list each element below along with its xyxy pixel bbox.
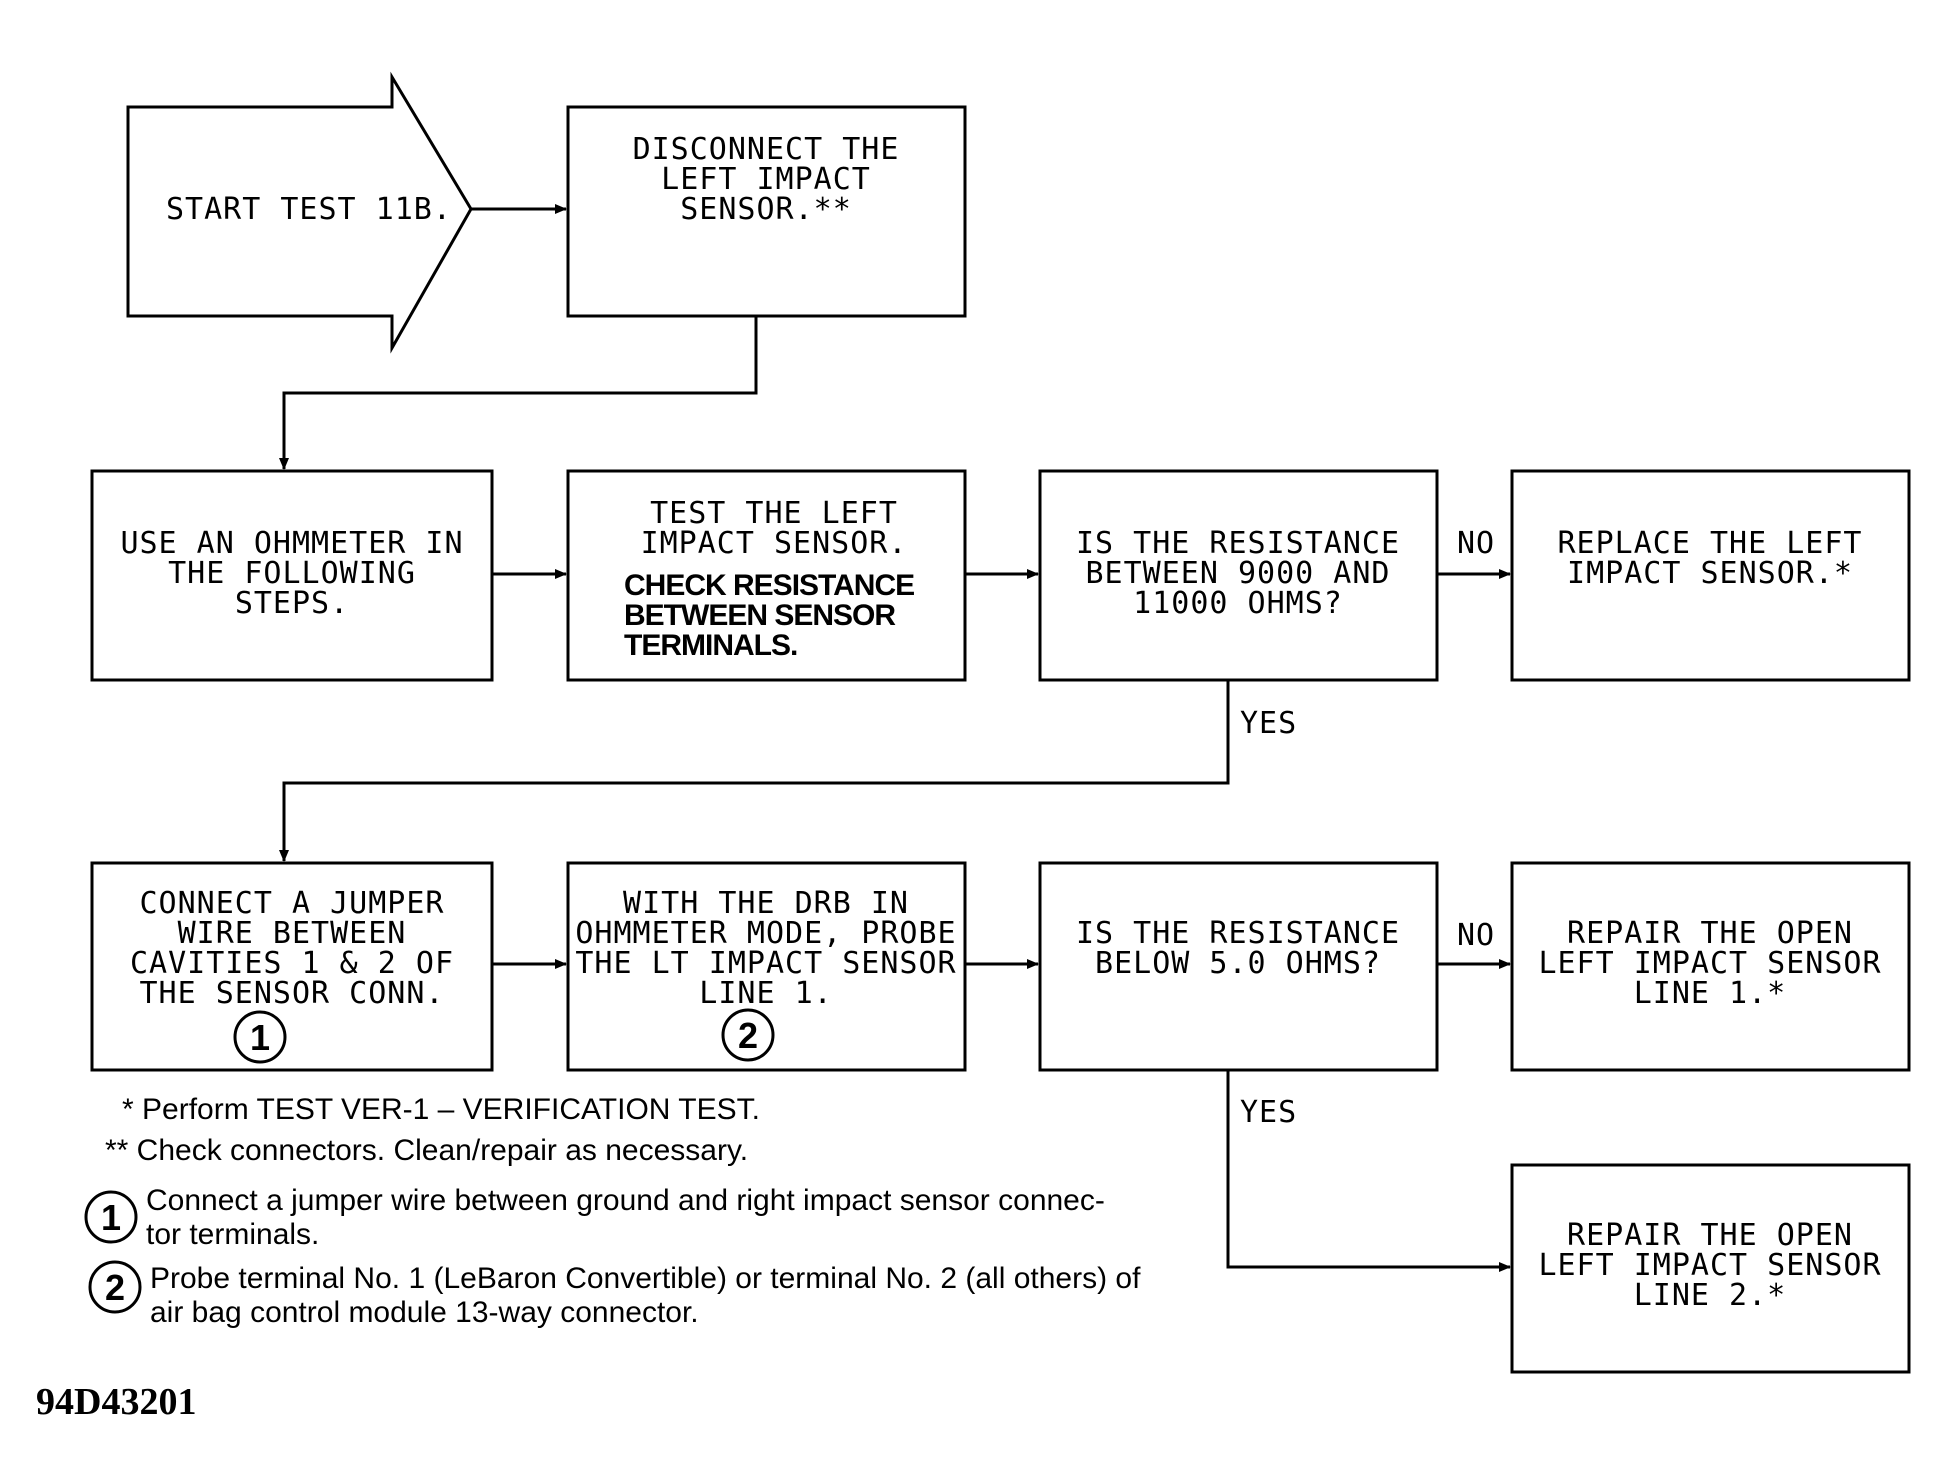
resistance-question-2-box <box>1038 861 1439 1072</box>
q1-line: IS THE RESISTANCE <box>1076 526 1400 561</box>
note-2-marker <box>88 1260 142 1314</box>
yes-label-2: YES <box>1240 1095 1297 1130</box>
svg-text:2: 2 <box>738 1015 758 1056</box>
start-arrow: START TEST 11B. <box>126 71 473 354</box>
replace-line: IMPACT SENSOR.* <box>1567 556 1853 591</box>
testnote-line: CHECK RESISTANCE <box>624 569 914 602</box>
repair1-line: REPAIR THE OPEN <box>1567 916 1853 951</box>
drb-line: OHMMETER MODE, PROBE <box>575 916 956 951</box>
figure-code: 94D43201 <box>36 1381 196 1423</box>
note2-line: Probe terminal No. 1 (LeBaron Convertibl… <box>150 1262 1141 1295</box>
testnote-line: BETWEEN SENSOR <box>624 599 896 632</box>
marker-2-in-box: 2 <box>721 1008 775 1062</box>
disconnect-line: DISCONNECT THE <box>633 132 900 167</box>
arrow-question-2-yes <box>1226 1070 1511 1272</box>
start-arrow-label: START TEST 11B. <box>166 192 452 227</box>
footnote-double-star: ** Check connectors. Clean/repair as nec… <box>105 1134 748 1167</box>
jumper-line: CONNECT A JUMPER <box>140 886 445 921</box>
testnote-line: TERMINALS. <box>624 629 797 662</box>
repair2-line: LEFT IMPACT SENSOR <box>1538 1248 1881 1283</box>
repair-line-2-box <box>1510 1163 1911 1374</box>
note-1: 1 Connect a jumper wire between ground a… <box>84 1184 1105 1251</box>
test-line: TEST THE LEFT <box>650 496 898 531</box>
ohmmeter-line: THE FOLLOWING <box>168 556 416 591</box>
no-label-2: NO <box>1457 918 1495 953</box>
note1-line: tor terminals. <box>146 1218 319 1251</box>
footnote-star: * Perform TEST VER-1 – VERIFICATION TEST… <box>122 1093 760 1126</box>
repair1-line: LEFT IMPACT SENSOR <box>1538 946 1881 981</box>
test-line: IMPACT SENSOR. <box>641 526 908 561</box>
disconnect-sensor-box <box>566 105 967 318</box>
drb-probe-box <box>566 861 967 1072</box>
svg-text:2: 2 <box>105 1267 125 1308</box>
no-label-1: NO <box>1457 526 1495 561</box>
replace-sensor-box <box>1510 469 1911 682</box>
q1-line: 11000 OHMS? <box>1133 586 1343 621</box>
jumper-line: WIRE BETWEEN <box>178 916 407 951</box>
arrow-question-1-yes <box>279 680 1230 862</box>
connect-jumper-box <box>90 861 494 1072</box>
disconnect-line: LEFT IMPACT <box>661 162 871 197</box>
ohmmeter-line: STEPS. <box>235 586 349 621</box>
repair-line-1-box <box>1510 861 1911 1072</box>
svg-text:1: 1 <box>101 1197 121 1238</box>
repair2-line: LINE 2.* <box>1634 1278 1787 1313</box>
q2-line: IS THE RESISTANCE <box>1076 916 1400 951</box>
yes-label-1: YES <box>1240 706 1297 741</box>
drb-line: LINE 1. <box>699 976 832 1011</box>
drb-line: THE LT IMPACT SENSOR <box>575 946 956 981</box>
disconnect-line: SENSOR.** <box>680 192 852 227</box>
replace-line: REPLACE THE LEFT <box>1558 526 1863 561</box>
note-2: 2 Probe terminal No. 1 (LeBaron Converti… <box>88 1260 1141 1329</box>
svg-text:1: 1 <box>250 1017 270 1058</box>
note1-line: Connect a jumper wire between ground and… <box>146 1184 1105 1217</box>
arrow-disconnect-to-ohmmeter <box>279 316 758 470</box>
repair1-line: LINE 1.* <box>1634 976 1787 1011</box>
note2-line: air bag control module 13-way connector. <box>150 1296 699 1329</box>
jumper-line: CAVITIES 1 & 2 OF <box>130 946 454 981</box>
q1-line: BETWEEN 9000 AND <box>1086 556 1391 591</box>
repair2-line: REPAIR THE OPEN <box>1567 1218 1853 1253</box>
marker-1-in-box: 1 <box>233 1010 287 1064</box>
drb-line: WITH THE DRB IN <box>623 886 909 921</box>
ohmmeter-line: USE AN OHMMETER IN <box>120 526 463 561</box>
q2-line: BELOW 5.0 OHMS? <box>1095 946 1381 981</box>
note-1-marker <box>84 1190 138 1244</box>
jumper-line: THE SENSOR CONN. <box>140 976 445 1011</box>
